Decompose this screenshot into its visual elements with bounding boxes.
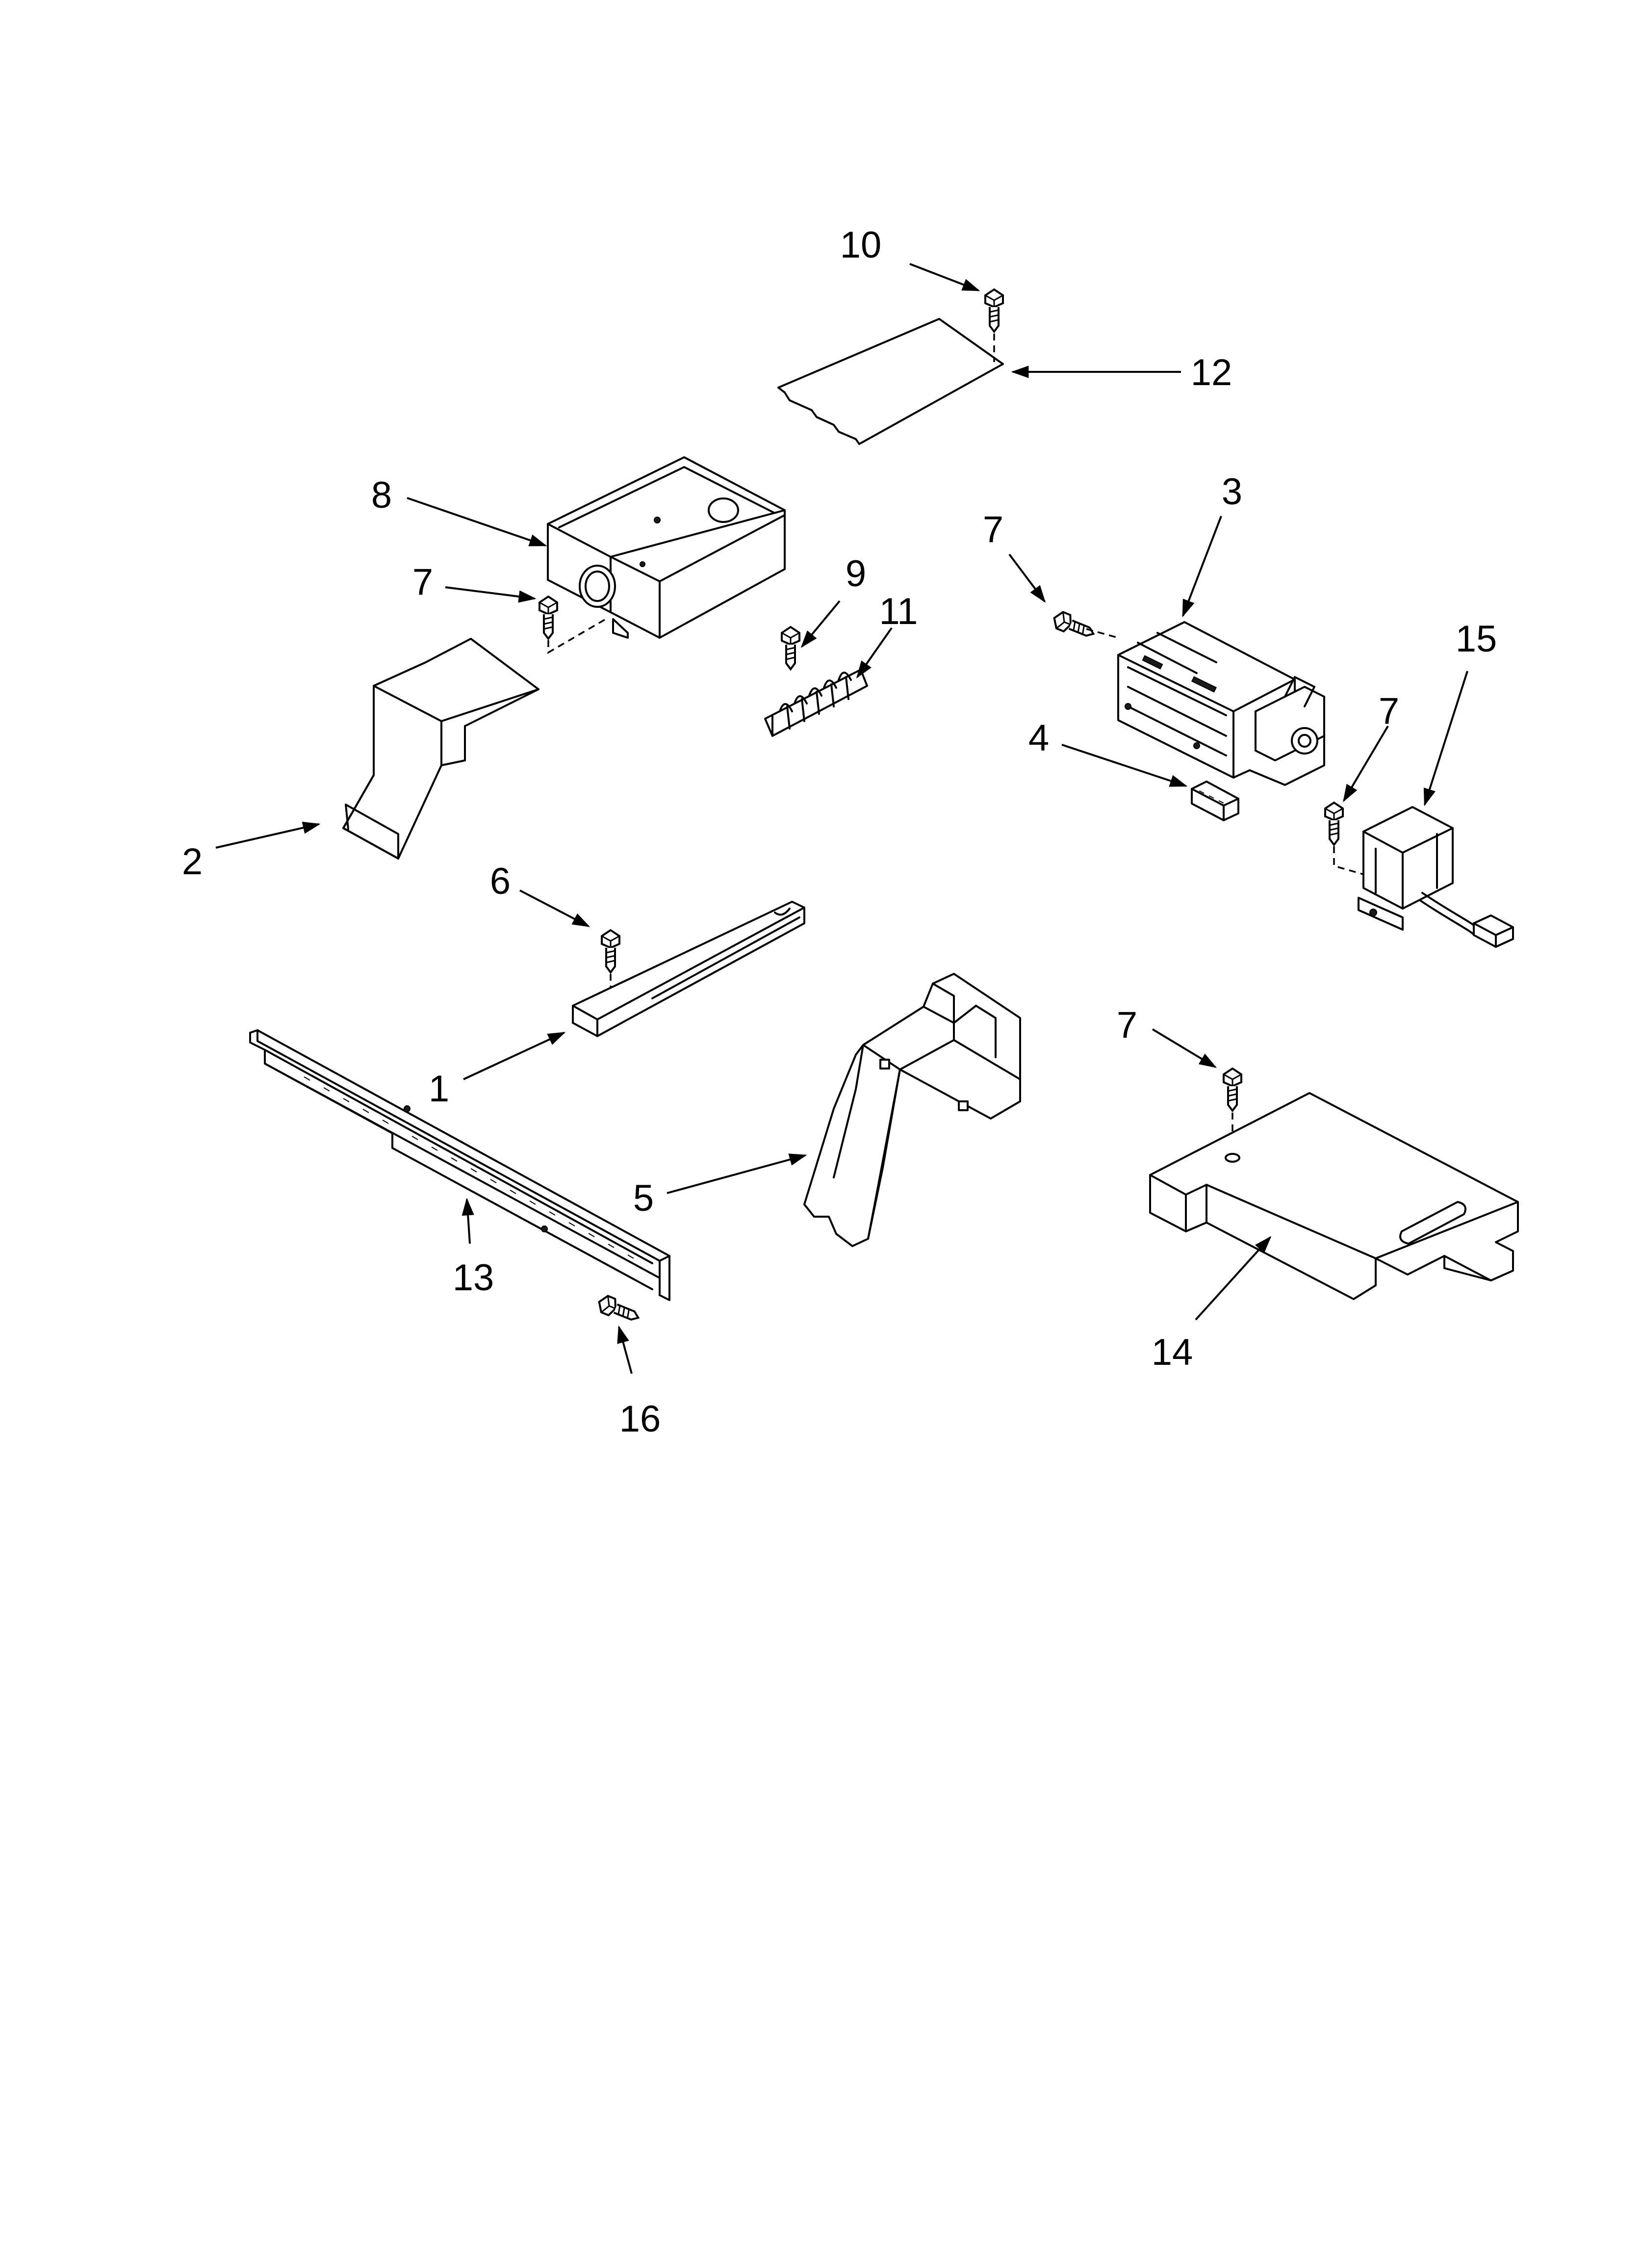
part-10-screw (984, 288, 1004, 362)
callout-7: 7 (983, 509, 1003, 550)
part-7a-screw (539, 596, 606, 654)
part-12-cover-plate (777, 318, 1004, 445)
callout-7: 7 (1379, 690, 1399, 732)
part-7b-screw (1050, 609, 1119, 643)
part-13-rail (249, 1029, 670, 1301)
part-3-motor-assembly (1117, 621, 1325, 786)
part-7c-screw (1324, 802, 1369, 877)
leader-lines (215, 263, 1468, 1374)
callout-16: 16 (619, 1398, 661, 1440)
callout-4: 4 (1028, 717, 1049, 759)
part-14-base-plate (1149, 1092, 1519, 1300)
callout-6: 6 (490, 860, 511, 902)
callout-9: 9 (846, 553, 866, 595)
callout-1: 1 (429, 1068, 449, 1110)
callout-11: 11 (879, 591, 918, 632)
callout-15: 15 (1456, 618, 1497, 660)
part-9-screw (781, 626, 800, 670)
part-11-terminal-block (764, 669, 868, 737)
part-4-fuse-block (1191, 781, 1239, 821)
part-2-duct (342, 638, 539, 860)
callout-14: 14 (1152, 1331, 1193, 1373)
callout-7: 7 (1117, 1004, 1137, 1046)
part-1-bracket (572, 901, 805, 1037)
callout-12: 12 (1191, 352, 1232, 393)
part-7d-screw (1223, 1068, 1242, 1150)
callout-7: 7 (412, 561, 433, 603)
callout-labels: 10 12 8 7 9 11 7 3 15 7 4 2 6 1 7 5 13 1… (182, 224, 1497, 1440)
callout-8: 8 (371, 474, 392, 516)
callout-3: 3 (1222, 471, 1242, 513)
part-16-screw (594, 1293, 643, 1327)
part-15-transformer (1358, 806, 1514, 948)
callout-10: 10 (840, 224, 882, 266)
callout-13: 13 (453, 1257, 494, 1299)
part-5-cradle (803, 973, 1021, 1247)
callout-2: 2 (182, 841, 203, 883)
callout-5: 5 (633, 1177, 654, 1219)
part-8-control-box (547, 456, 786, 639)
